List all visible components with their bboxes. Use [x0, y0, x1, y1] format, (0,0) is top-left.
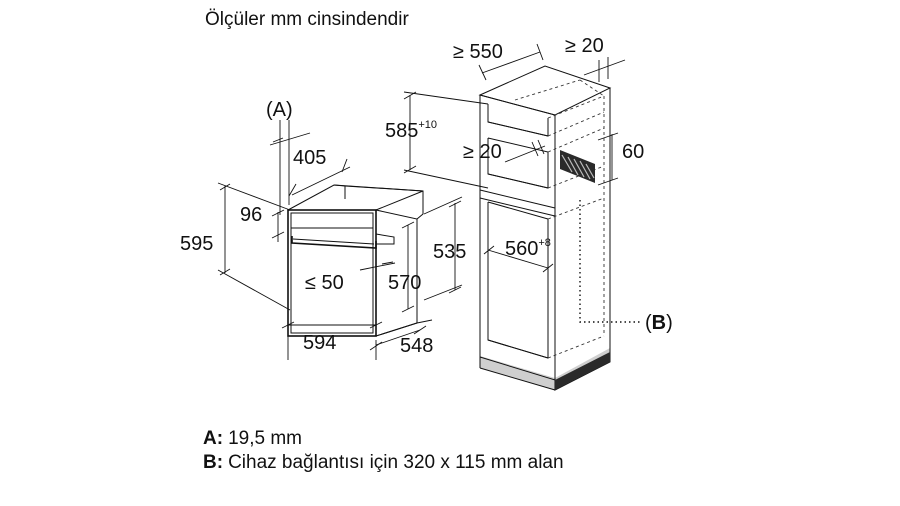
oven-drawing	[287, 184, 424, 337]
page-title: Ölçüler mm cinsindendir	[205, 9, 409, 30]
legend-b-key: B:	[203, 452, 224, 473]
oven-front	[287, 209, 377, 337]
dim-405: 405	[293, 147, 327, 169]
legend-b-text: Cihaz bağlantısı için 320 x 115 mm alan	[228, 452, 564, 473]
label-b: (B)	[645, 312, 673, 334]
dim-gap: ≤ 50	[305, 272, 344, 294]
oven-dimensions	[217, 120, 463, 360]
dim-vent-height: 60	[622, 141, 645, 163]
label-a: (A)	[266, 99, 293, 121]
cabinet-drawing	[478, 65, 612, 391]
dim-594: 594	[303, 332, 337, 354]
legend-b: B:Cihaz bağlantısı için 320 x 115 mm ala…	[203, 452, 564, 474]
legend-a-key: A:	[203, 428, 224, 449]
dim-548: 548	[400, 335, 434, 357]
cabinet-dimensions	[403, 43, 640, 323]
legend-a: A:19,5 mm	[203, 428, 302, 450]
dim-niche-width: 560+8	[505, 237, 551, 260]
dim-595: 595	[180, 233, 214, 255]
dim-570: 570	[388, 272, 422, 294]
dim-535: 535	[433, 241, 467, 263]
legend-a-text: 19,5 mm	[228, 428, 302, 449]
dim-96: 96	[240, 204, 263, 226]
dim-min-depth: ≥ 550	[453, 41, 503, 63]
dim-niche-height: 585+10	[385, 119, 438, 142]
dim-shelf-gap: ≥ 20	[463, 141, 502, 163]
dim-min-back: ≥ 20	[565, 35, 604, 57]
